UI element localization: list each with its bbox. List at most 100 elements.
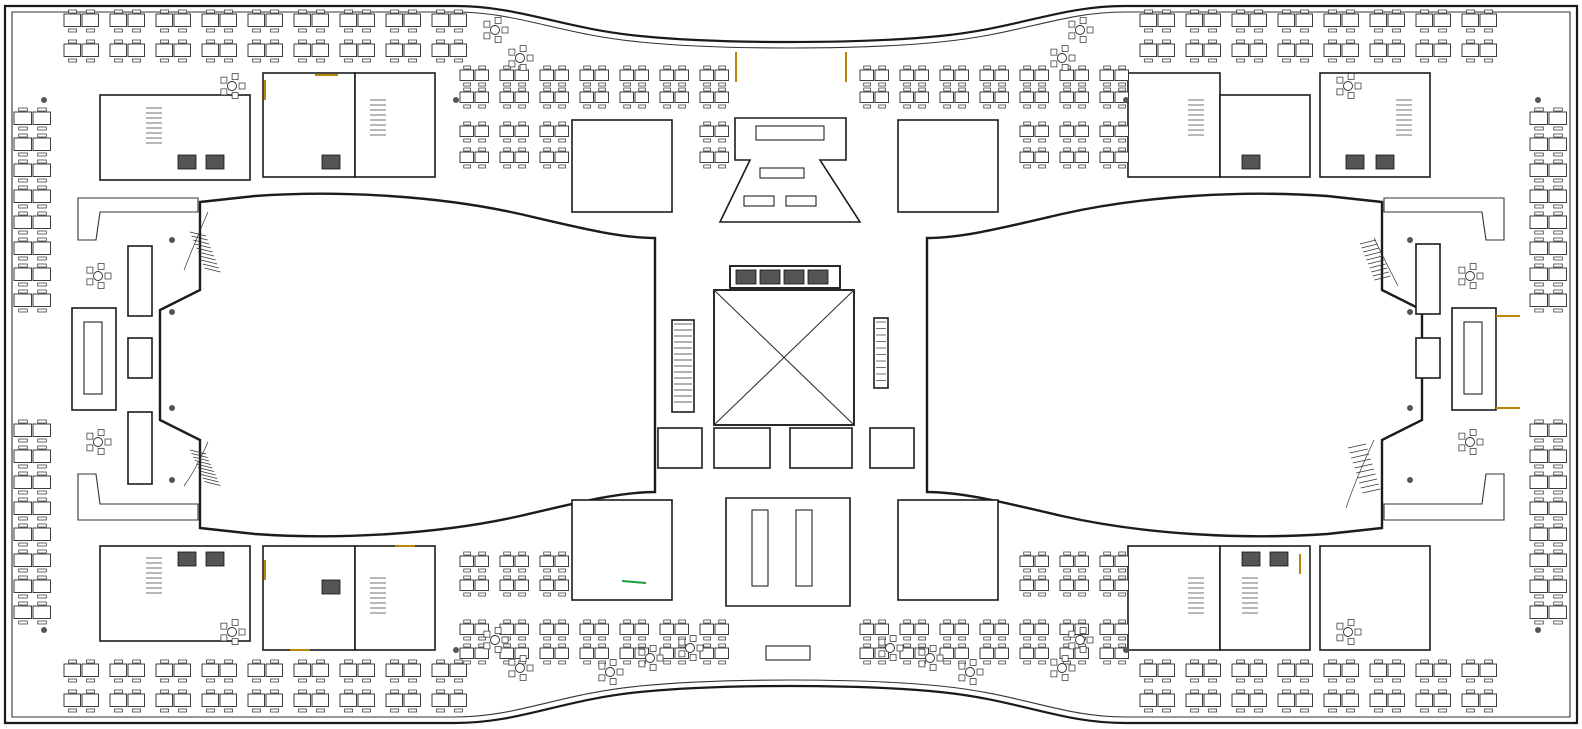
- desk: [1185, 663, 1203, 677]
- desk-cluster: [1415, 39, 1451, 63]
- chair: [1023, 568, 1031, 573]
- desk: [1099, 151, 1114, 163]
- tread: [1367, 259, 1385, 265]
- tread: [199, 470, 216, 476]
- chair: [1038, 575, 1046, 580]
- chair: [1534, 230, 1544, 235]
- desk: [1548, 423, 1567, 437]
- desk-cluster: [1099, 121, 1129, 143]
- desk-cluster: [659, 619, 689, 641]
- chair: [663, 619, 671, 624]
- pod: [878, 635, 904, 661]
- column: [41, 627, 47, 633]
- chair: [1038, 551, 1046, 556]
- desk-cluster: [63, 39, 99, 63]
- chair: [623, 65, 631, 70]
- chair: [478, 104, 486, 109]
- pod-chair: [696, 644, 704, 652]
- desk: [1231, 13, 1249, 27]
- chair: [863, 65, 871, 70]
- pod: [483, 627, 509, 653]
- tread: [201, 474, 218, 479]
- chair: [958, 619, 966, 624]
- pod-table: [1075, 25, 1085, 35]
- pod-chair: [929, 664, 937, 671]
- chair: [390, 9, 399, 14]
- chair: [543, 121, 551, 126]
- chair: [224, 678, 233, 683]
- chair: [663, 65, 671, 70]
- pod-chair: [1336, 622, 1344, 630]
- pod-chair: [1458, 278, 1466, 286]
- desk-cluster: [385, 9, 421, 33]
- chair: [270, 678, 279, 683]
- desk-cluster: [1059, 87, 1089, 109]
- desk: [1548, 137, 1567, 151]
- desk: [714, 69, 729, 81]
- pod-chair: [97, 429, 105, 436]
- desk: [403, 13, 421, 27]
- chair: [18, 282, 28, 287]
- chair: [1023, 643, 1031, 648]
- chair: [224, 58, 233, 63]
- desk-cluster: [1231, 659, 1267, 683]
- desk: [13, 163, 32, 177]
- desk: [1231, 693, 1249, 707]
- tread: [204, 267, 221, 273]
- pod-chair: [678, 638, 686, 646]
- chair: [18, 204, 28, 209]
- desk: [539, 69, 554, 81]
- desk: [499, 623, 514, 635]
- chair: [1534, 575, 1544, 580]
- chair: [362, 708, 371, 713]
- chair: [943, 65, 951, 70]
- desk: [449, 43, 467, 57]
- chair: [1553, 289, 1563, 294]
- desk: [265, 693, 283, 707]
- chair: [37, 152, 47, 157]
- chair: [1534, 204, 1544, 209]
- chair: [983, 643, 991, 648]
- desk: [1433, 693, 1451, 707]
- chair: [1484, 28, 1493, 33]
- desk: [1034, 69, 1049, 81]
- desk-cluster: [339, 9, 375, 33]
- desk-cluster: [1529, 289, 1567, 313]
- chair: [224, 689, 233, 694]
- chair: [1162, 28, 1171, 33]
- stairs-west-upper: [183, 211, 209, 271]
- chair: [1144, 659, 1153, 664]
- tread: [1372, 271, 1389, 277]
- desk: [1548, 501, 1567, 515]
- desk: [1249, 13, 1267, 27]
- chair: [114, 659, 123, 664]
- core-se: [1127, 545, 1431, 651]
- chair: [1534, 601, 1544, 606]
- pod-table: [93, 437, 103, 447]
- chair: [18, 178, 28, 183]
- desk-cluster: [1059, 551, 1089, 573]
- desk-cluster: [1529, 471, 1567, 495]
- desk: [499, 151, 514, 163]
- desk-cluster: [499, 575, 529, 597]
- desk: [1548, 527, 1567, 541]
- desk: [674, 623, 689, 635]
- chair: [1553, 159, 1563, 164]
- chair: [918, 82, 926, 87]
- pod: [508, 655, 534, 681]
- chair: [252, 39, 261, 44]
- pod-table: [490, 25, 500, 35]
- chair: [903, 636, 911, 641]
- chair: [408, 708, 417, 713]
- chair: [558, 87, 566, 92]
- desk: [859, 91, 874, 103]
- chair: [558, 551, 566, 556]
- chair: [316, 58, 325, 63]
- pod-chair: [519, 674, 527, 681]
- desk-cluster: [539, 65, 569, 87]
- desk: [1548, 215, 1567, 229]
- chair: [178, 9, 187, 14]
- chair: [943, 619, 951, 624]
- desk-cluster: [579, 619, 609, 641]
- chair: [998, 643, 1006, 648]
